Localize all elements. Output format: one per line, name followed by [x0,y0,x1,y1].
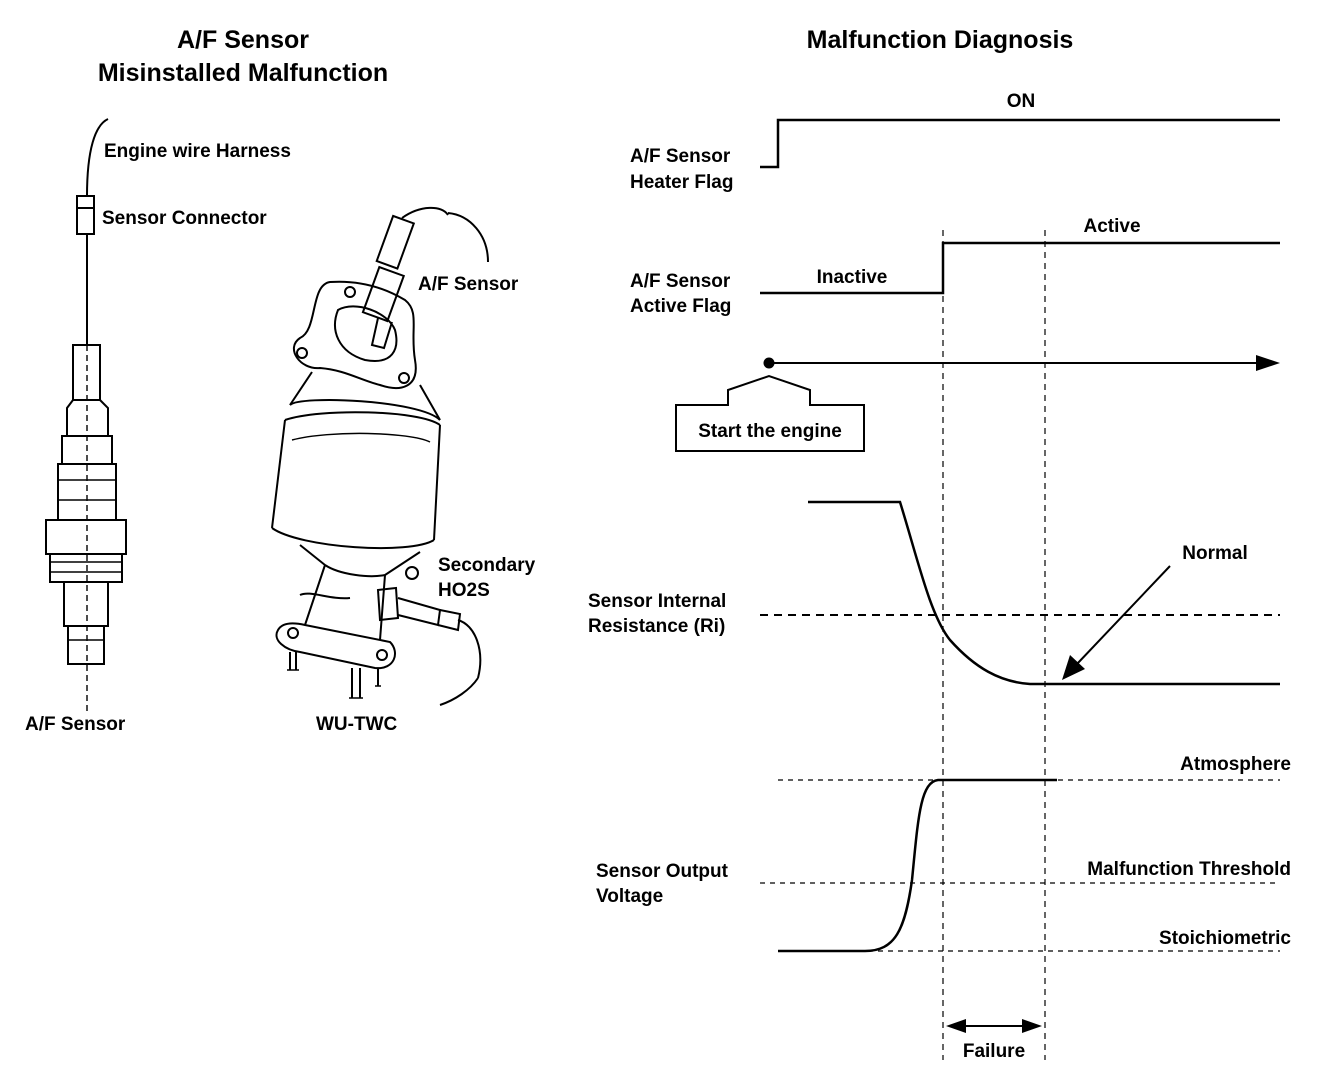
active-flag-label-line1: A/F Sensor [630,271,731,292]
voltage-label-line2: Voltage [596,886,663,907]
time-axis-arrowhead [1256,355,1280,371]
resistance-curve [808,500,1280,686]
sensor-connector-label: Sensor Connector [102,208,267,229]
wu-twc-label: WU-TWC [316,714,398,735]
resistance-label-line1: Sensor Internal [588,591,726,612]
resistance-label-line2: Resistance (Ri) [588,616,725,637]
start-engine-label: Start the engine [698,421,842,442]
threshold-label: Malfunction Threshold [1087,859,1291,880]
failure-arrow-left [946,1019,966,1033]
active-flag-label-line2: Active Flag [630,296,731,317]
failure-arrow-right [1022,1019,1042,1033]
normal-arrowhead [1062,655,1085,680]
af-sensor-bottom-label: A/F Sensor [25,714,126,735]
voltage-curve [778,778,1057,953]
af-sensor-illustration [45,118,127,712]
inactive-label: Inactive [817,267,888,288]
left-title-line2: Misinstalled Malfunction [98,59,388,87]
normal-label: Normal [1182,543,1247,564]
stoichiometric-label: Stoichiometric [1159,928,1291,949]
failure-label: Failure [963,1041,1025,1062]
secondary-ho2s-label-line1: Secondary [438,555,536,576]
heater-flag-signal [760,118,1280,169]
heater-flag-label-line1: A/F Sensor [630,146,731,167]
heater-flag-on-label: ON [1007,91,1036,112]
secondary-ho2s-label-line2: HO2S [438,580,490,601]
right-title: Malfunction Diagnosis [807,26,1074,54]
active-label: Active [1083,216,1140,237]
left-title-line1: A/F Sensor [177,26,309,54]
start-engine-callout [675,374,865,452]
engine-wire-harness-label: Engine wire Harness [104,141,291,162]
wu-twc-illustration [271,206,489,706]
normal-arrow-shaft [1076,565,1171,665]
heater-flag-label-line2: Heater Flag [630,172,733,193]
voltage-label-line1: Sensor Output [596,861,729,882]
atmosphere-label: Atmosphere [1180,754,1291,775]
af-sensor-catalyst-label: A/F Sensor [418,274,519,295]
